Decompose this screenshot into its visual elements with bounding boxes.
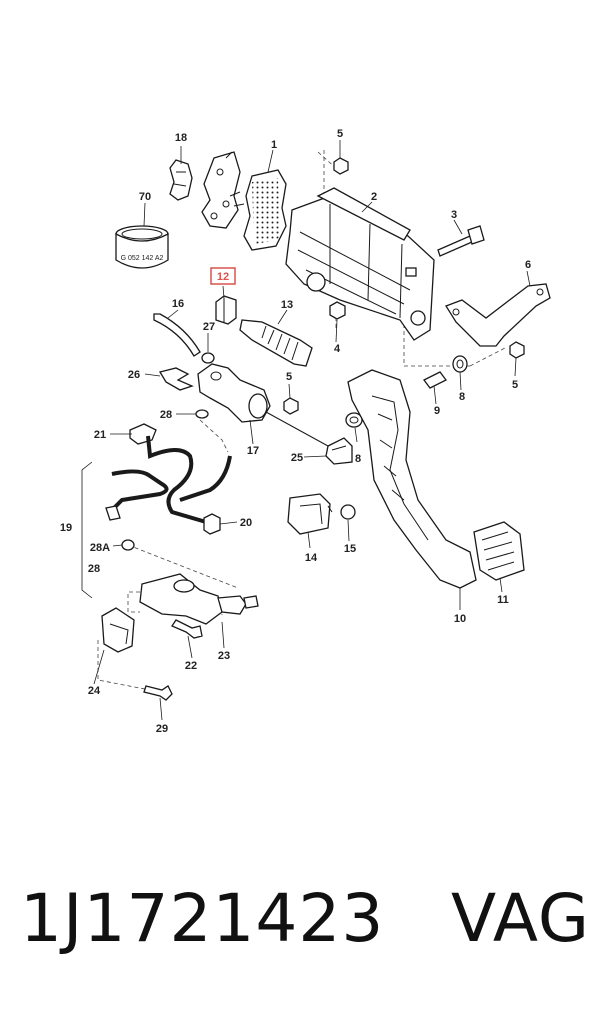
callout-29: 29: [156, 723, 168, 735]
callout-26: 26: [128, 369, 140, 381]
assembly-line: [469, 347, 506, 367]
brand-name: VAG: [450, 880, 590, 957]
callout-19: 19: [60, 522, 72, 534]
caption: 1J1721423 VAG: [20, 880, 590, 990]
callout-10: 10: [454, 613, 466, 625]
part-17-master-cylinder: [197, 363, 329, 447]
callout-6: 6: [525, 259, 531, 271]
callout-22: 22: [185, 660, 197, 672]
part-10-clutch-pedal: [347, 369, 477, 589]
part-22-bolt: [171, 619, 203, 639]
callout-9: 9: [434, 405, 440, 417]
callout-28-bottom: 28: [88, 563, 100, 575]
callout-3: 3: [451, 209, 457, 221]
part-25-sensor: [325, 437, 353, 465]
part-70-sleeve: G 052 142 A2: [115, 225, 169, 269]
part-13-rubber-boot: [239, 319, 313, 367]
callout-16: 16: [172, 298, 184, 310]
part-23-slave-cylinder: [139, 573, 259, 625]
group-19-bracket: [81, 461, 93, 599]
assembly-line: [127, 591, 140, 613]
callout-8-center: 8: [355, 453, 361, 465]
assembly-line: [199, 419, 229, 453]
callout-5-mid: 5: [286, 371, 292, 383]
part-6-lever-bracket: [445, 283, 551, 347]
part-14-switch-housing: [287, 493, 333, 535]
callout-21: 21: [94, 429, 106, 441]
callout-27: 27: [203, 321, 215, 333]
part-5-nut-right: [509, 341, 525, 359]
part-28A-ring: [121, 539, 135, 551]
callout-8-right: 8: [459, 391, 465, 403]
part-26-spring-clip: [158, 367, 194, 391]
callout-5-top: 5: [337, 128, 343, 140]
part-mounting-plate: [201, 151, 245, 229]
part-21-connector: [129, 423, 157, 445]
callout-18: 18: [175, 132, 187, 144]
callout-15: 15: [344, 543, 356, 555]
callout-12: 12: [217, 271, 229, 283]
part-11-pedal-pad: [473, 521, 525, 581]
callout-28A: 28A: [90, 542, 110, 554]
callout-24: 24: [88, 685, 101, 697]
part-8-bushing-right: [452, 355, 468, 373]
part-5-nut-mid: [283, 397, 299, 415]
part-12-bushing: [215, 295, 237, 325]
part-28-o-ring: [195, 409, 209, 419]
part-27-seal-ring: [201, 352, 215, 364]
part-5-nut-top: [333, 157, 349, 175]
part-9-sleeve: [423, 371, 447, 389]
part-15-cap: [340, 504, 356, 520]
callout-23: 23: [218, 650, 230, 662]
part-2-pedal-bracket: [285, 187, 435, 341]
part-1-perforated-plate: [243, 169, 287, 251]
callout-1: 1: [271, 139, 277, 151]
part-3-bolt: [437, 225, 485, 257]
exploded-parts-diagram: G 052 142 A2: [60, 128, 551, 735]
callout-labels: 18 1 5 2 3 70 6 12 16 13 27 4 26 5 5 8 9…: [60, 128, 531, 735]
highlight-box: [210, 267, 236, 285]
callout-25: 25: [291, 452, 303, 464]
part-number: 1J1721423: [20, 880, 385, 957]
callout-20: 20: [240, 517, 252, 529]
leader-lines: [93, 140, 531, 721]
part-29-bolt: [143, 685, 173, 701]
part-4-nut: [329, 301, 346, 320]
product-code-label: G 052 142 A2: [121, 255, 164, 262]
callout-11: 11: [497, 594, 509, 606]
callout-4: 4: [334, 343, 341, 355]
callout-70: 70: [139, 191, 151, 203]
callout-17: 17: [247, 445, 259, 457]
part-18-clip: [169, 159, 193, 201]
callout-2: 2: [371, 191, 377, 203]
callout-13: 13: [281, 299, 293, 311]
part-19-hydraulic-line: [105, 435, 232, 524]
assembly-line: [403, 310, 470, 367]
part-24-bracket: [101, 607, 135, 653]
part-20-clip: [203, 513, 221, 535]
assembly-line: [127, 544, 239, 589]
callout-5-right: 5: [512, 379, 518, 391]
part-16-hose: [153, 313, 201, 357]
callout-28-top: 28: [160, 409, 172, 421]
callout-14: 14: [305, 552, 318, 564]
